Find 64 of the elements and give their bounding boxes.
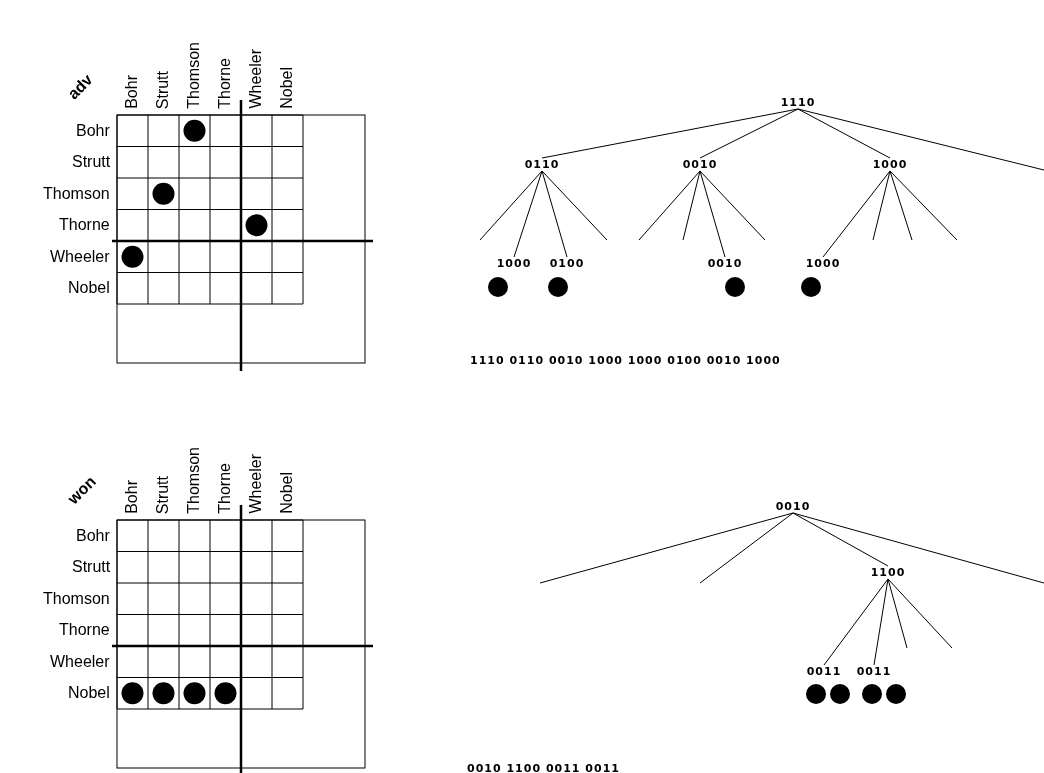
row-header: Wheeler [50,247,110,266]
tree-node-label: 0011 [855,665,893,678]
column-header: Thomson [185,447,203,514]
tree-branch-line [479,170,543,241]
row-header: Nobel [68,279,110,298]
row-header: Nobel [68,684,110,703]
tree-branch-line [822,170,891,258]
row-header: Thomson [43,589,110,608]
tree-branch-line [887,578,908,649]
tree-branch-line [873,578,889,666]
tree-branch-line [699,108,799,159]
column-header: Wheeler [247,454,265,514]
column-header: Nobel [278,67,296,109]
tree-node-label: 1000 [804,257,842,270]
row-header: Bohr [76,121,110,140]
tree-branch-line [541,170,568,258]
row-header: Wheeler [50,652,110,671]
matrix-title: won [64,472,100,508]
row-header: Bohr [76,526,110,545]
row-header: Thomson [43,184,110,203]
tree-node-label: 0110 [523,158,561,171]
column-header: Bohr [123,480,141,514]
tree-branch-line [797,108,1044,171]
tree-branch-line [541,108,799,159]
column-header: Nobel [278,472,296,514]
tree-branch-line [682,170,701,241]
column-header: Thomson [185,42,203,109]
tree-branch-line [638,170,701,241]
column-header: Bohr [123,75,141,109]
tree-node-label: 0010 [706,257,744,270]
tree-branch-line [792,512,889,567]
tree-node-label: 0010 [774,500,812,513]
tree-branch-line [539,512,794,584]
tree-branch-line [797,108,891,159]
column-header: Strutt [154,476,172,515]
tree-branch-line [541,170,608,241]
tree-branch-line [699,170,766,241]
column-header: Wheeler [247,49,265,109]
row-header: Thorne [59,216,110,235]
tree-branch-line [889,170,958,241]
tree-branch-line [887,578,953,649]
bit-sequence: 0010 1100 0011 0011 [467,761,620,773]
row-header: Thorne [59,621,110,640]
column-header: Thorne [216,463,234,514]
tree-node-label: 1100 [869,566,907,579]
tree-branch-line [699,170,726,258]
tree-branch-line [823,578,889,666]
tree-node-label: 0010 [681,158,719,171]
tree-branch-line [889,170,913,241]
bit-sequence: 1110 0110 0010 1000 1000 0100 0010 1000 [470,353,781,369]
row-header: Strutt [72,558,111,577]
tree-branch-line [792,512,1044,584]
column-header: Strutt [154,71,172,110]
tree-node-label: 1000 [871,158,909,171]
tree-node-label: 0100 [548,257,586,270]
matrix-title: adv [64,70,97,103]
tree-branch-line [872,170,891,241]
column-header: Thorne [216,58,234,109]
tree-branch-line [513,170,543,258]
tree-node-label: 0011 [805,665,843,678]
row-header: Strutt [72,153,111,172]
tree-node-label: 1000 [495,257,533,270]
tree-branch-line [699,512,794,584]
tree-node-label: 1110 [779,96,817,109]
